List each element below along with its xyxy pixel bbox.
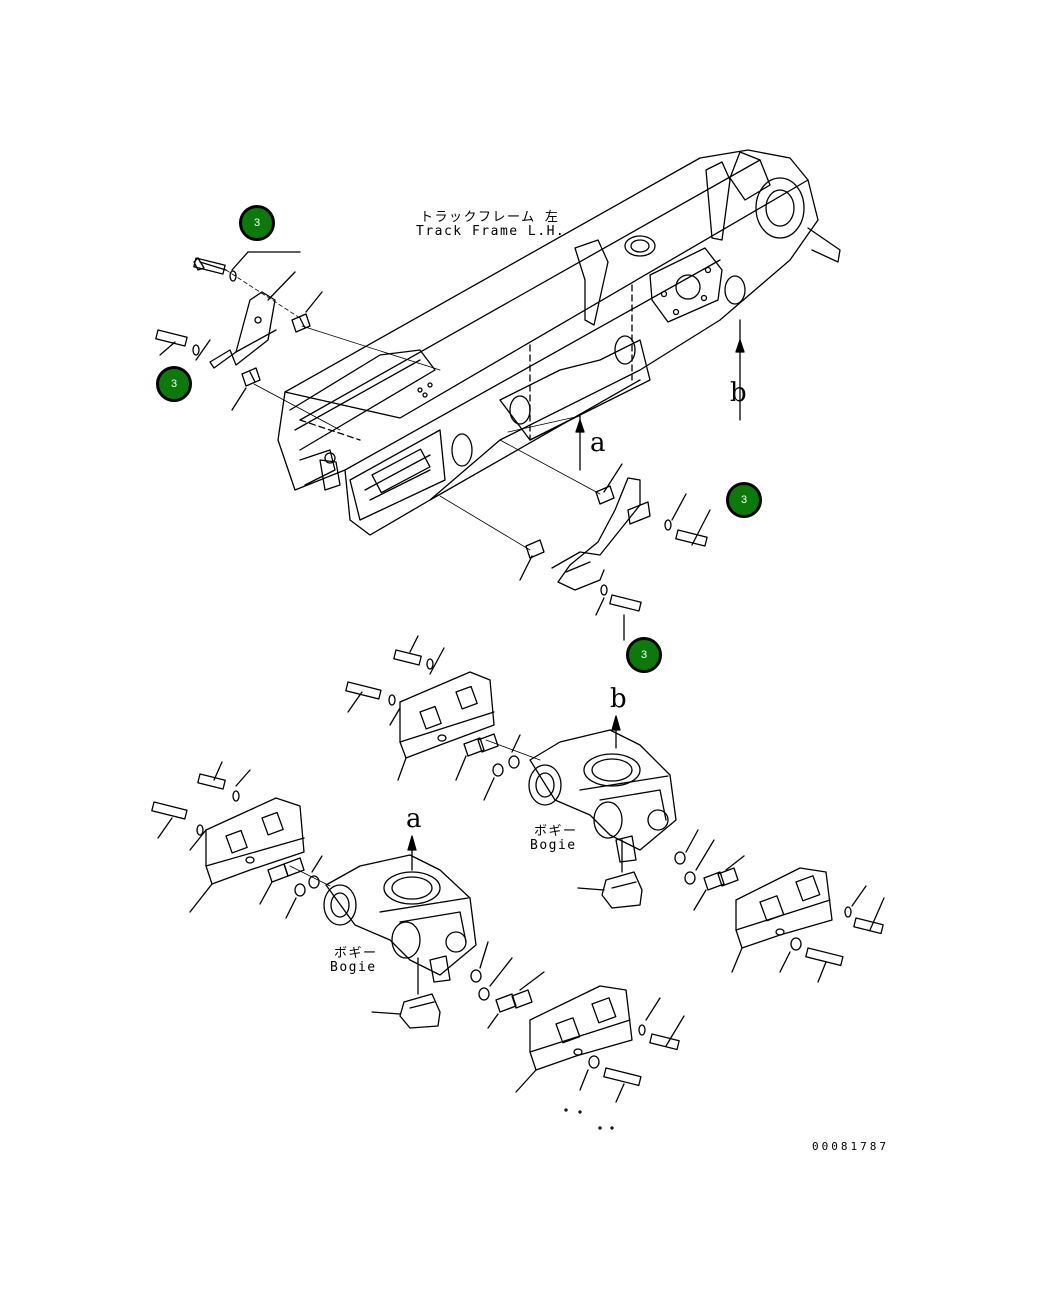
frame-label-en: Track Frame L.H. <box>416 224 566 239</box>
bogie-left <box>323 835 477 1029</box>
upper-left-guard-group <box>155 251 441 431</box>
view-label-a-top: a <box>590 428 606 458</box>
callout-3-right[interactable]: 3 <box>726 482 762 518</box>
bogie-left-label-en: Bogie <box>330 960 377 975</box>
view-arrows-top <box>507 319 745 471</box>
frame-label-jp: トラックフレーム 左 <box>420 210 560 225</box>
callout-3-center[interactable]: 3 <box>626 637 662 673</box>
lower-right-guard-group <box>674 829 885 983</box>
lower-left-guard-group <box>151 761 323 919</box>
bogie-left-label-jp: ボギー <box>334 946 378 961</box>
document-number: 00081787 <box>812 1140 889 1153</box>
view-label-b-top: b <box>730 378 747 408</box>
bogie-right-label-jp: ボギー <box>534 824 578 839</box>
bottom-guard-group <box>470 941 685 1130</box>
callout-3-left[interactable]: 3 <box>156 366 192 402</box>
view-label-a-bottom: a <box>406 804 422 834</box>
upper-bogie-guard-group <box>345 635 521 801</box>
bogie-right-label-en: Bogie <box>530 838 577 853</box>
bogie-right <box>528 715 677 909</box>
track-frame <box>277 149 841 536</box>
mid-right-guard-group <box>439 439 711 641</box>
callout-3-top[interactable]: 3 <box>239 205 275 241</box>
view-label-b-bottom: b <box>610 684 627 714</box>
